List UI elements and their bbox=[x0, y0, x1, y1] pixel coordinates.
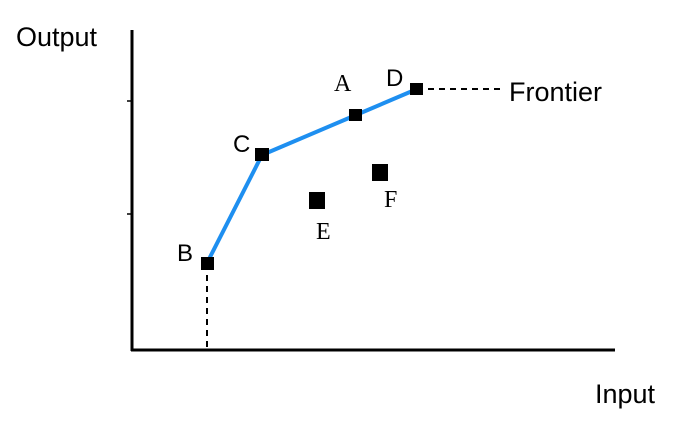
point-a-label: A bbox=[334, 71, 352, 97]
point-d-marker bbox=[410, 83, 423, 95]
point-b-marker bbox=[201, 257, 214, 270]
point-d-label: D bbox=[386, 65, 403, 92]
point-c-label: C bbox=[233, 131, 250, 158]
point-b-label: B bbox=[177, 240, 193, 267]
x-axis-title: Input bbox=[595, 379, 656, 409]
point-a-marker bbox=[349, 109, 362, 121]
point-e-label: E bbox=[316, 219, 331, 245]
point-c-marker bbox=[255, 148, 269, 161]
point-e-marker bbox=[309, 192, 325, 209]
frontier-label: Frontier bbox=[509, 77, 602, 107]
point-f-marker bbox=[372, 164, 388, 181]
point-f-label: F bbox=[384, 187, 397, 213]
y-axis-title: Output bbox=[16, 22, 98, 52]
frontier-line bbox=[205, 87, 418, 264]
